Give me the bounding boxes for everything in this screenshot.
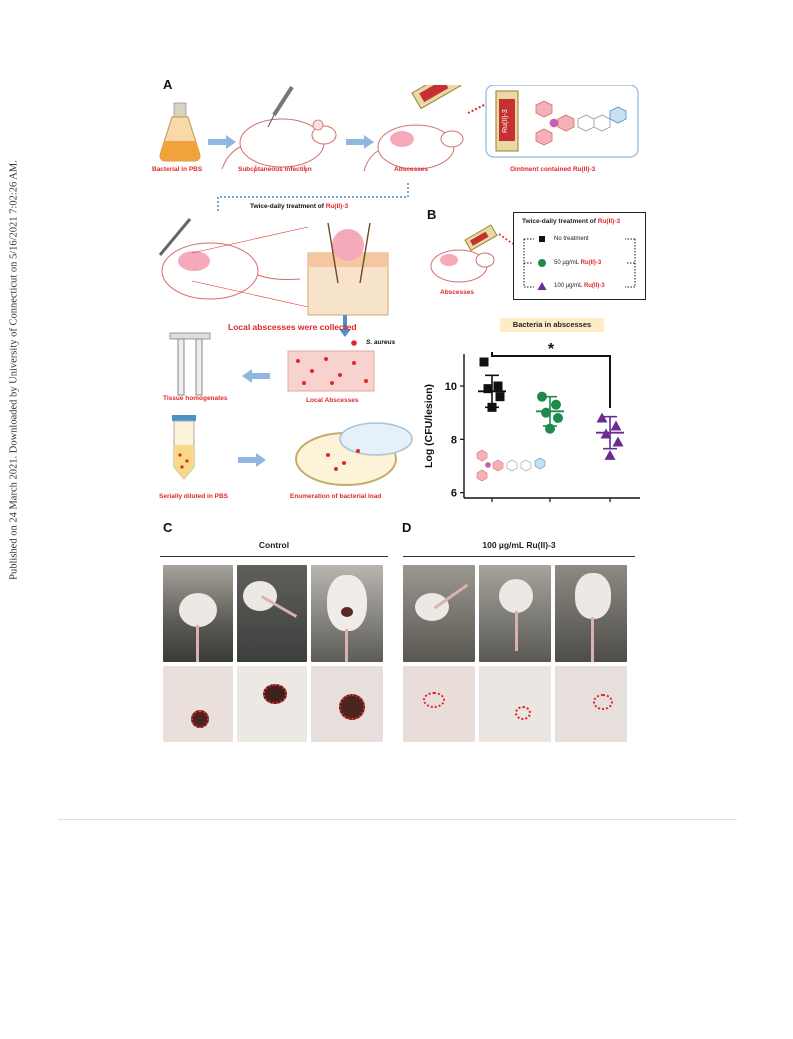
data-point-circle [545, 423, 555, 434]
abscess-slab-icon [287, 350, 375, 392]
legend-item-0: No treatment [554, 236, 589, 242]
mouse-icon [221, 118, 337, 174]
photo-control-1 [163, 565, 233, 662]
mouse-icon [363, 124, 464, 172]
mouse-icon [161, 242, 301, 300]
dotted-arrow-icon [498, 233, 514, 245]
ointment-closeup-icon: Ru(II)-3 [495, 90, 519, 152]
chart-title: Bacteria in abscesses [500, 318, 604, 332]
data-point-triangle [612, 436, 624, 447]
legend-title: Twice-daily treatment of Ru(II)-3 [522, 218, 621, 225]
panel-c-letter: C [163, 520, 173, 535]
label-serially-diluted: Serially diluted in PBS [159, 493, 228, 500]
ru-complex-structure-icon [535, 100, 627, 146]
panel-a-schematic: Ru(II)-3 [158, 85, 639, 486]
arrow-left-icon [242, 369, 270, 383]
photo-control-3 [311, 565, 383, 662]
zoom-line [191, 226, 309, 254]
photo-control-5 [237, 666, 307, 742]
panel-c-rule [160, 556, 388, 557]
ointment-tube-icon [411, 85, 462, 110]
photo-treated-4 [403, 666, 475, 742]
syringe-icon [267, 85, 294, 128]
photo-control-6 [311, 666, 383, 742]
label-b-abscesses: Abscesses [440, 289, 474, 296]
petri-dish-icon [295, 422, 413, 486]
photo-treated-5 [479, 666, 551, 742]
y-tick-label: 10 [445, 381, 457, 393]
arrow-right-icon [346, 135, 374, 149]
publication-note: Published on 24 March 2021. Downloaded b… [4, 110, 24, 630]
label-subcutaneous-infection: Subcutaneous Infection [238, 166, 312, 173]
homogenizer-icon [169, 332, 211, 396]
bacteria-chart: 6 8 10 Log (CFU/lesion) * [423, 341, 640, 502]
data-point-circle [551, 399, 561, 410]
ointment-tube-icon [464, 224, 498, 252]
data-point-triangle [600, 428, 612, 439]
skin-section-icon [307, 222, 389, 316]
zoom-line [191, 280, 309, 308]
data-point-triangle [596, 412, 608, 423]
data-point-circle [537, 391, 547, 402]
label-tissue-homogenates: Tissue homogenates [163, 395, 228, 402]
label-s-aureus: S. aureus [366, 339, 396, 346]
treatment-legend: Twice-daily treatment of Ru(II)-3 No tre… [513, 212, 646, 300]
data-point-triangle [610, 420, 622, 431]
legend-item-1: 50 µg/mL Ru(II)-3 [554, 260, 602, 266]
bacteria-dot-icon [351, 340, 357, 346]
photo-treated-3 [555, 565, 627, 662]
significance-star: * [548, 341, 555, 358]
svg-text:Ru(II)-3: Ru(II)-3 [502, 109, 509, 133]
panel-b-letter: B [427, 207, 437, 222]
label-enumeration: Enumeration of bacterial load [290, 493, 382, 500]
data-point-square [479, 357, 489, 367]
data-point-triangle [604, 449, 616, 460]
photo-treated-6 [555, 666, 627, 742]
data-point-square [487, 402, 497, 412]
data-point-circle [541, 407, 551, 418]
photo-treated-1 [403, 565, 475, 662]
mouse-icon [430, 249, 495, 283]
label-local-abscesses: Local Abscesses [306, 397, 359, 404]
label-bacterial-in-pbs: Bacterial in PBS [152, 166, 203, 173]
legend-square-marker [539, 236, 545, 242]
arrow-down-icon [339, 315, 351, 337]
label-local-collected: Local abscesses were collected [228, 322, 357, 332]
legend-circle-marker [538, 259, 546, 267]
scalpel-icon [158, 218, 192, 256]
footer-divider [58, 819, 737, 820]
data-point-circle [553, 413, 563, 423]
flask-icon [159, 102, 201, 162]
panel-c-title: Control [258, 540, 290, 550]
legend-triangle-marker [537, 282, 547, 290]
publication-note-text: Published on 24 March 2021. Downloaded b… [8, 160, 20, 580]
panel-d-rule [403, 556, 635, 557]
dotted-arrow-icon [467, 102, 489, 114]
y-axis-label: Log (CFU/lesion) [423, 384, 435, 468]
dotted-path-icon [217, 183, 409, 213]
photo-treated-2 [479, 565, 551, 662]
y-tick-label: 6 [451, 488, 457, 500]
y-tick-label: 8 [451, 434, 457, 446]
ru-complex-inset-icon [476, 449, 546, 482]
label-twice-daily: Twice-daily treatment of Ru(II)-3 [250, 203, 349, 210]
panel-b-mouse-illustration [430, 224, 514, 283]
significance-bracket [491, 352, 611, 408]
arrow-right-icon [208, 135, 236, 149]
label-abscesses: Abscesses [394, 166, 428, 173]
photo-control-4 [163, 666, 233, 742]
data-point-square [495, 392, 505, 402]
label-ointment: Ointment contained Ru(II)-3 [510, 166, 596, 173]
panel-a-letter: A [163, 77, 173, 92]
arrow-right-icon [238, 453, 266, 467]
data-point-square [493, 381, 503, 391]
photo-control-2 [237, 565, 307, 662]
panel-d-letter: D [402, 520, 412, 535]
test-tube-icon [172, 415, 196, 480]
data-point-square [483, 384, 493, 394]
legend-item-2: 100 µg/mL Ru(II)-3 [554, 283, 605, 289]
panel-d-title: 100 µg/mL Ru(II)-3 [482, 540, 556, 550]
